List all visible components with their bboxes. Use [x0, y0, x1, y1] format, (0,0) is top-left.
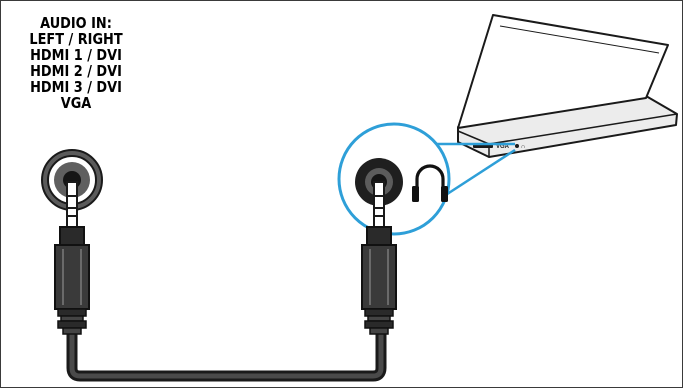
laptop: VGA ∩ — [457, 14, 678, 158]
laptop-screen — [457, 14, 669, 129]
headphone-icon — [412, 164, 448, 202]
label-left-right: LEFT / RIGHT — [29, 30, 123, 48]
laptop-headphone-port-glyph: ∩ — [521, 144, 525, 150]
label-vga: VGA — [60, 94, 92, 112]
laptop-vga-label: VGA — [496, 144, 510, 150]
right-audio-plug — [361, 181, 397, 335]
laptop-audio-jack-icon — [515, 144, 519, 148]
label-audio-in: AUDIO IN: — [40, 14, 112, 32]
audio-cable-wire — [66, 321, 387, 382]
tv-audio-jack-icon — [41, 149, 103, 211]
left-audio-plug — [54, 181, 90, 335]
label-hdmi-2-dvi: HDMI 2 / DVI — [30, 62, 122, 80]
label-hdmi-1-dvi: HDMI 1 / DVI — [30, 46, 122, 64]
callout-line-lower — [437, 148, 516, 202]
label-hdmi-3-dvi: HDMI 3 / DVI — [30, 78, 122, 96]
